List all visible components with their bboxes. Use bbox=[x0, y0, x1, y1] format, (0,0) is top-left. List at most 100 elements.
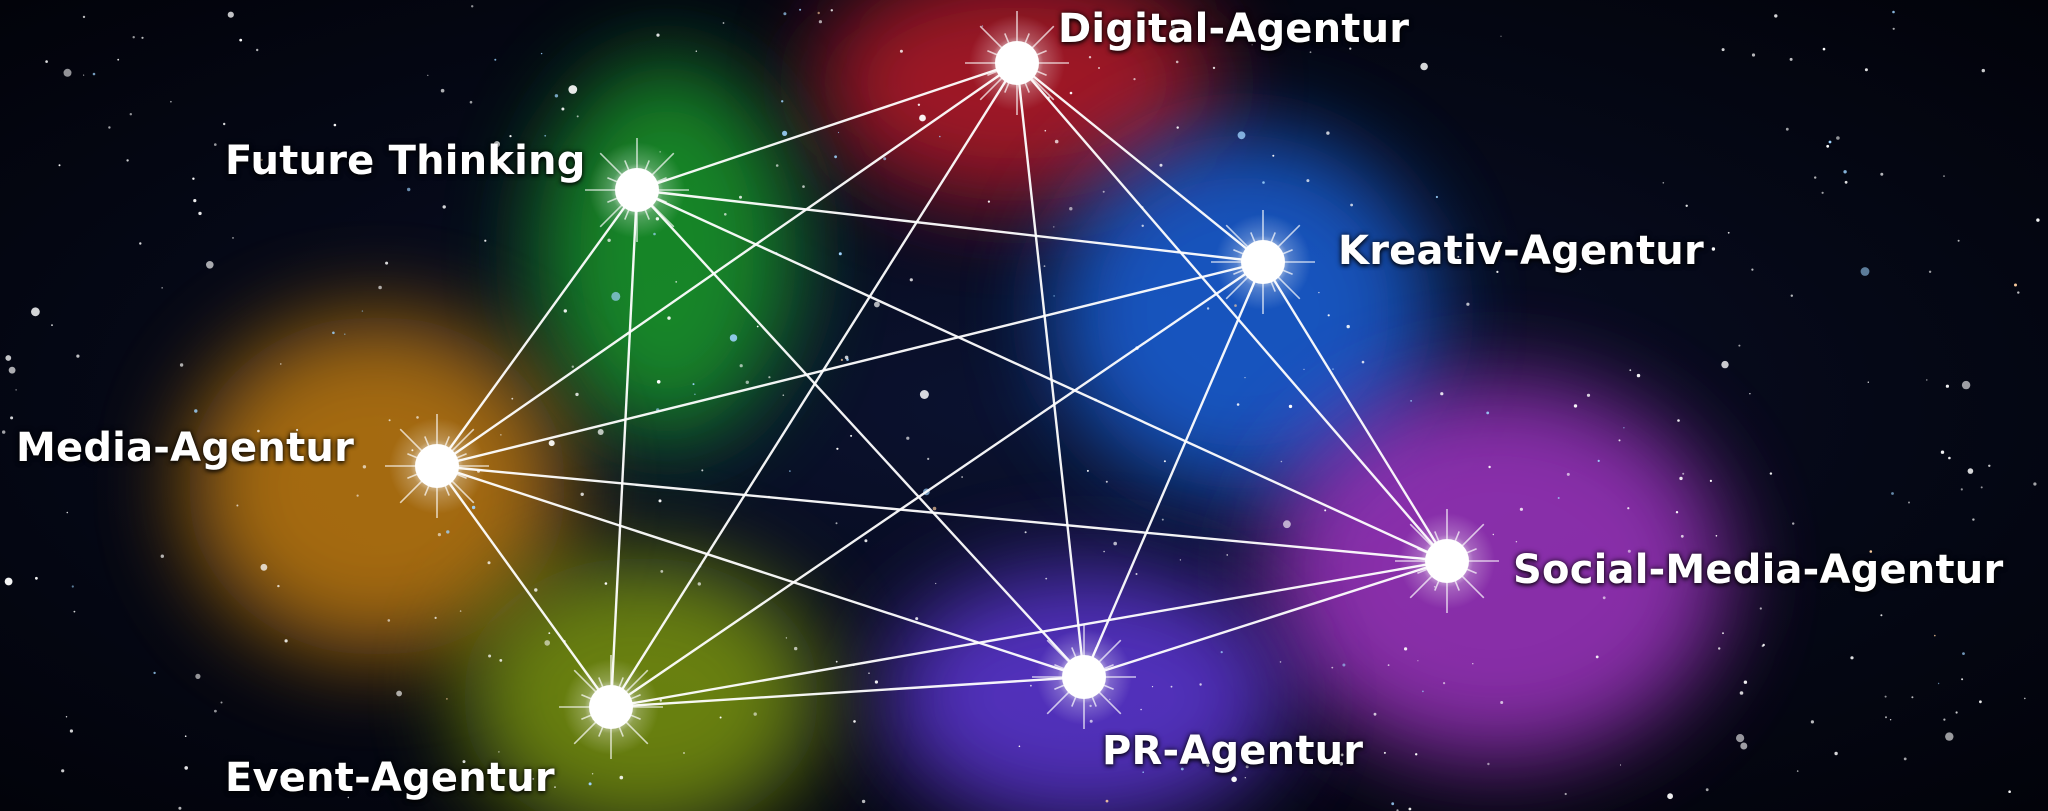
background-star bbox=[223, 122, 226, 126]
edge-social-pr bbox=[1083, 559, 1448, 679]
background-star bbox=[883, 157, 887, 161]
background-star bbox=[277, 584, 280, 588]
background-star bbox=[1519, 507, 1523, 511]
background-star bbox=[15, 389, 17, 391]
edge-digital-pr bbox=[1015, 62, 1086, 678]
background-star bbox=[799, 8, 802, 11]
background-star bbox=[1908, 501, 1910, 504]
star-node-kreativ bbox=[1211, 210, 1315, 314]
background-star bbox=[782, 130, 788, 136]
background-star bbox=[1326, 131, 1330, 135]
background-star bbox=[1472, 663, 1474, 665]
background-star bbox=[781, 100, 784, 103]
background-star bbox=[1934, 634, 1936, 637]
background-star bbox=[1790, 294, 1794, 297]
background-star bbox=[1391, 802, 1395, 806]
background-star bbox=[802, 185, 805, 188]
background-star bbox=[1251, 44, 1253, 46]
background-star bbox=[1488, 465, 1491, 469]
background-star bbox=[1623, 427, 1625, 429]
background-star bbox=[591, 773, 594, 775]
background-star bbox=[571, 365, 574, 368]
background-star bbox=[1940, 450, 1945, 454]
background-star bbox=[864, 539, 868, 543]
background-star bbox=[63, 68, 72, 77]
background-star bbox=[1928, 270, 1932, 273]
background-star bbox=[280, 363, 282, 365]
background-star bbox=[1244, 377, 1246, 379]
background-star bbox=[697, 582, 701, 586]
background-star bbox=[1743, 680, 1748, 684]
background-star bbox=[407, 187, 411, 192]
background-star bbox=[932, 506, 937, 511]
background-star bbox=[160, 554, 164, 558]
background-star bbox=[739, 364, 743, 368]
background-star bbox=[1884, 695, 1887, 698]
background-star bbox=[927, 457, 930, 460]
background-star bbox=[195, 673, 201, 680]
background-star bbox=[1586, 393, 1591, 397]
edge-future-pr bbox=[636, 189, 1085, 678]
background-star bbox=[544, 134, 547, 137]
background-star bbox=[619, 775, 624, 780]
background-star bbox=[1564, 792, 1567, 796]
background-star bbox=[153, 671, 156, 675]
background-star bbox=[471, 5, 474, 8]
nebula-layer bbox=[187, 0, 1727, 811]
background-star bbox=[1972, 518, 1975, 521]
background-star bbox=[919, 114, 926, 122]
background-star bbox=[26, 448, 29, 450]
background-star bbox=[576, 115, 579, 118]
background-star bbox=[493, 141, 500, 148]
background-star bbox=[1515, 541, 1518, 543]
background-star bbox=[1736, 734, 1745, 743]
background-star bbox=[656, 33, 660, 37]
background-star bbox=[469, 100, 473, 104]
background-star bbox=[1814, 176, 1817, 179]
background-star bbox=[840, 358, 844, 361]
background-star bbox=[1212, 66, 1216, 70]
label-future-thinking: Future Thinking bbox=[225, 138, 586, 184]
background-star bbox=[1422, 690, 1424, 693]
background-star bbox=[1685, 204, 1688, 207]
background-star bbox=[1237, 131, 1246, 140]
edge-kreativ-media bbox=[436, 260, 1264, 468]
background-star bbox=[1443, 682, 1446, 685]
background-star bbox=[1636, 373, 1641, 378]
background-star bbox=[1054, 139, 1059, 144]
background-star bbox=[1709, 479, 1712, 482]
background-star bbox=[494, 58, 497, 61]
background-star bbox=[69, 729, 73, 733]
background-star bbox=[1159, 163, 1163, 167]
background-star bbox=[568, 85, 578, 94]
background-star bbox=[1880, 172, 1884, 176]
background-star bbox=[794, 646, 798, 651]
background-star bbox=[1960, 488, 1963, 491]
background-star bbox=[563, 309, 567, 313]
background-star bbox=[1679, 476, 1683, 481]
background-star bbox=[1069, 91, 1073, 95]
edge-future-kreativ bbox=[636, 188, 1264, 264]
background-star bbox=[1834, 751, 1838, 756]
background-star bbox=[117, 58, 120, 61]
background-star bbox=[5, 355, 12, 361]
background-star bbox=[280, 775, 284, 779]
background-star bbox=[1133, 78, 1136, 81]
background-star bbox=[227, 11, 234, 18]
background-star bbox=[194, 409, 198, 413]
background-star bbox=[1410, 400, 1412, 402]
background-star bbox=[1141, 224, 1144, 227]
background-star bbox=[362, 465, 367, 469]
background-star bbox=[1044, 129, 1047, 132]
background-star bbox=[1280, 460, 1283, 463]
background-star bbox=[724, 213, 727, 216]
background-star bbox=[818, 20, 823, 24]
background-star bbox=[82, 15, 86, 19]
background-star bbox=[4, 577, 13, 586]
background-star bbox=[1030, 684, 1032, 687]
background-star bbox=[935, 582, 937, 585]
background-star bbox=[785, 637, 788, 639]
background-star bbox=[1785, 127, 1789, 131]
background-star bbox=[129, 113, 132, 116]
background-star bbox=[1161, 518, 1164, 521]
